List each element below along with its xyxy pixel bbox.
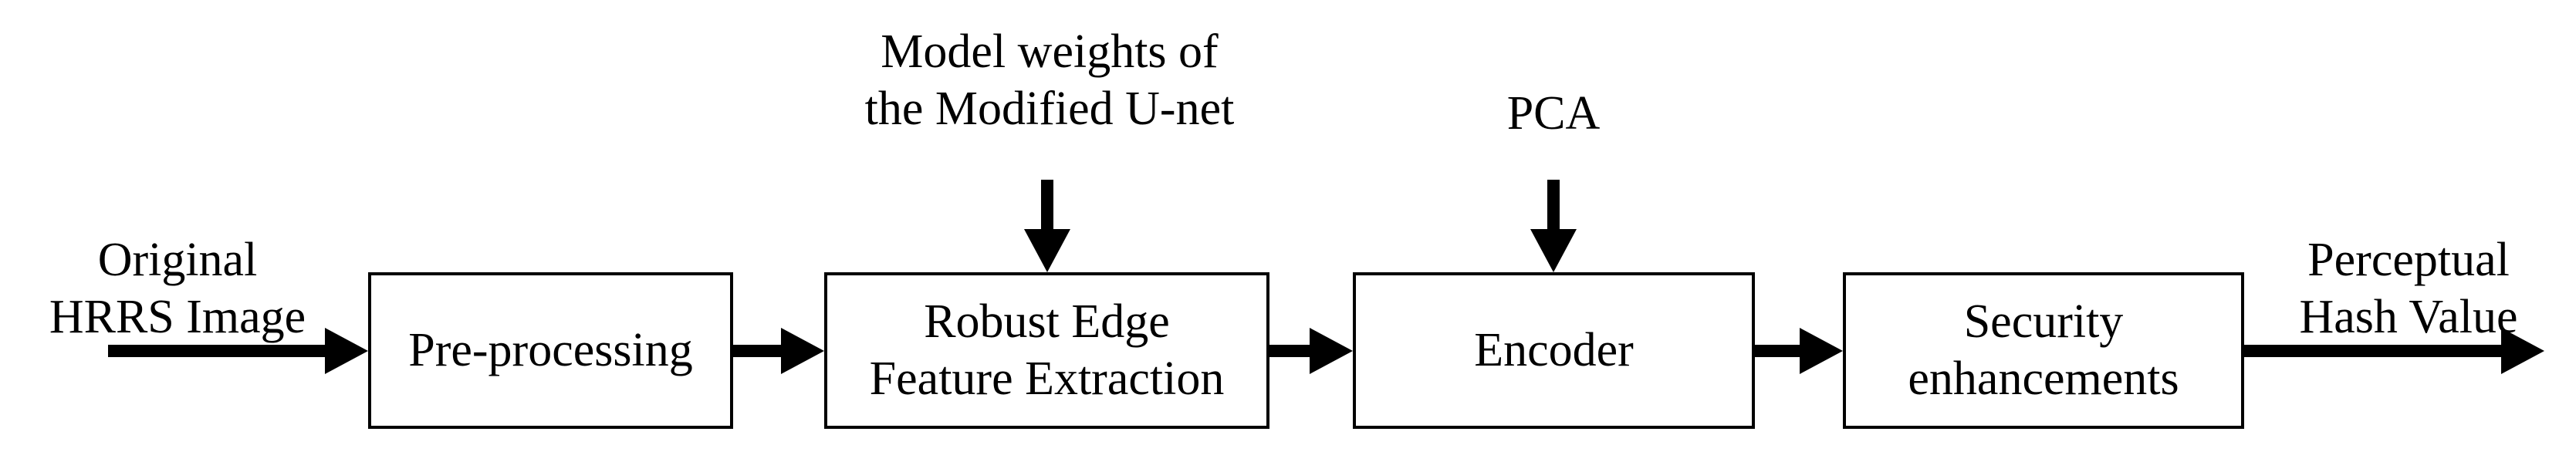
process-box-robust-edge-feature-extraction[interactable]: Robust Edge Feature Extraction xyxy=(824,272,1269,429)
arrow-shaft xyxy=(1755,345,1800,357)
arrow-shaft xyxy=(1547,180,1560,229)
arrow-shaft xyxy=(2244,345,2501,357)
arrow-head xyxy=(325,328,368,374)
process-box-security-enhancements[interactable]: Security enhancements xyxy=(1843,272,2244,429)
process-box-label: Robust Edge Feature Extraction xyxy=(869,295,1225,405)
arrow-head xyxy=(2501,328,2544,374)
pca-label: PCA xyxy=(1506,87,1601,140)
process-box-encoder[interactable]: Encoder xyxy=(1353,272,1755,429)
process-box-label: Security enhancements xyxy=(1908,295,2179,405)
arrow-head xyxy=(781,328,824,374)
arrow-head xyxy=(1310,328,1353,374)
arrow-shaft xyxy=(1041,180,1053,229)
unet-weights-label: Model weights of the Modified U-net xyxy=(864,25,1235,136)
arrow-head xyxy=(1530,229,1577,272)
process-box-label: Pre-processing xyxy=(408,323,693,376)
output-label: Perceptual Hash Value xyxy=(2299,234,2518,344)
process-box-pre-processing[interactable]: Pre-processing xyxy=(368,272,733,429)
arrow-shaft xyxy=(1269,345,1310,357)
input-label: Original HRRS Image xyxy=(49,234,306,344)
process-box-label: Encoder xyxy=(1474,323,1634,376)
arrow-shaft xyxy=(733,345,781,357)
arrow-head xyxy=(1024,229,1070,272)
arrow-head xyxy=(1800,328,1843,374)
arrow-shaft xyxy=(108,345,325,357)
